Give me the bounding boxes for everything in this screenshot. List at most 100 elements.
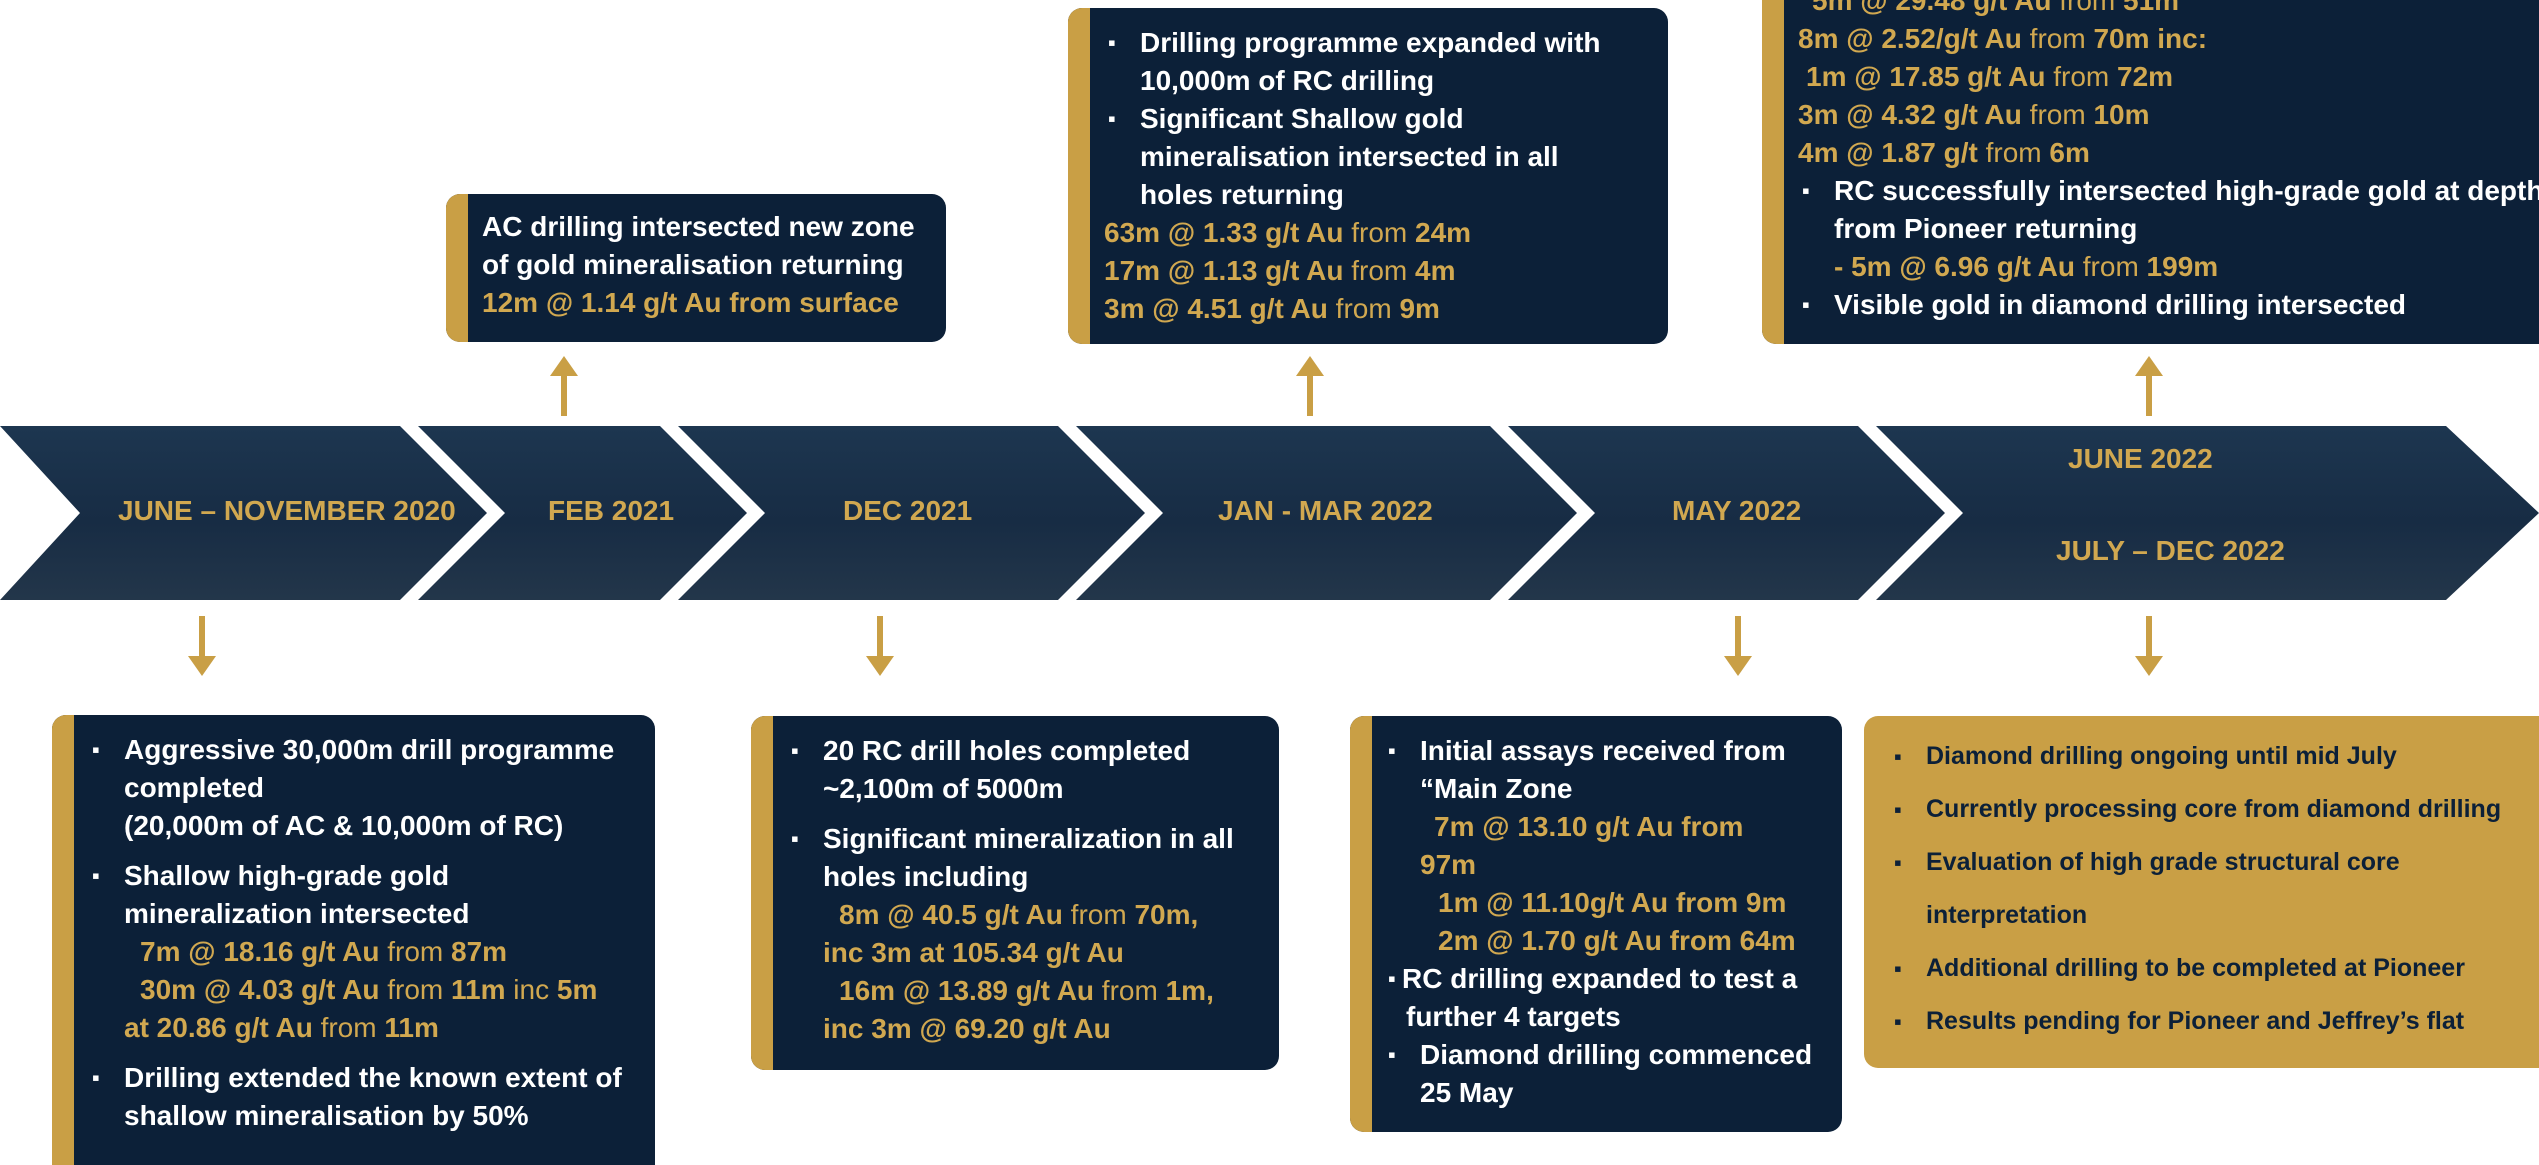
- card-bullet: Aggressive 30,000m drill programme: [88, 731, 641, 769]
- result-value: 8m @ 40.5 g/t Au: [839, 899, 1063, 930]
- card-text: holes returning: [1140, 179, 1344, 210]
- result-depth: 10m: [2093, 99, 2150, 130]
- down-arrow-dec-2021: [866, 616, 894, 676]
- result-depth: 9m: [1399, 293, 1440, 324]
- result-depth: 5m: [556, 974, 598, 1005]
- card-bullet: Diamond drilling ongoing until mid July: [1890, 730, 2539, 783]
- arrow-shaft: [877, 616, 883, 658]
- arrow-head: [1296, 356, 1324, 376]
- result-from: from: [1062, 899, 1135, 930]
- result-inc: inc: [505, 974, 557, 1005]
- result-value: 5m @ 29.48 g/t Au: [1812, 0, 2052, 16]
- card-text: of gold mineralisation returning: [482, 249, 904, 280]
- result-from: from: [2021, 99, 2094, 130]
- arrow-head: [188, 656, 216, 676]
- stage-label-july-dec-2022: JULY – DEC 2022: [2056, 535, 2285, 566]
- card-bullet: RC successfully intersected high-grade g…: [1798, 172, 2539, 210]
- accent-bar: [1068, 8, 1090, 344]
- card-bullet: Diamond drilling commenced: [1384, 1036, 1830, 1074]
- result-depth: 70m inc:: [2093, 23, 2208, 54]
- stage-label-dec-2021: DEC 2021: [843, 495, 973, 526]
- result-value: 63m @ 1.33 g/t Au: [1104, 217, 1344, 248]
- card-result: - 5m @ 6.96 g/t Au from 199m: [1798, 248, 2539, 286]
- card-text: (20,000m of AC & 10,000m of RC): [124, 810, 564, 841]
- chevron-jun-nov-2020: [0, 426, 487, 600]
- card-text: completed: [124, 772, 265, 803]
- card-result: 30m @ 4.03 g/t Au from 11m inc 5m: [88, 971, 641, 1009]
- card-result: 1m @ 11.10g/t Au from 9m: [1438, 887, 1787, 918]
- result-from: from: [1977, 137, 2050, 168]
- result-value: 3m @ 4.51 g/t Au: [1104, 293, 1328, 324]
- card-bullet: Visible gold in diamond drilling interse…: [1798, 286, 2539, 324]
- card-bullet: Significant mineralization in all: [787, 820, 1265, 858]
- result-value: 16m @ 13.89 g/t Au: [839, 975, 1095, 1006]
- jan-mar-2022-card: Drilling programme expanded with 10,000m…: [1068, 8, 1668, 344]
- card-text: holes including: [823, 861, 1029, 892]
- accent-bar: [1350, 716, 1372, 1132]
- card-text: mineralization intersected: [124, 898, 470, 929]
- feb-2021-card: AC drilling intersected new zone of gold…: [446, 194, 946, 342]
- result-depth: 70m,: [1134, 899, 1199, 930]
- card-result: inc 3m @ 69.20 g/t Au: [823, 1013, 1111, 1044]
- up-arrow-jan-mar-2022: [1296, 356, 1324, 416]
- result-depth: 24m: [1415, 217, 1472, 248]
- may-2022-card: Initial assays received from “Main Zone …: [1350, 716, 1842, 1132]
- chevron-feb-2021: [418, 426, 747, 600]
- stage-label-may-2022: MAY 2022: [1672, 495, 1802, 526]
- arrow-shaft: [199, 616, 205, 658]
- chevrons: [0, 426, 2539, 600]
- arrow-shaft: [561, 374, 567, 416]
- june-2022-card: 5m @ 29.48 g/t Au from 51m 8m @ 2.52/g/t…: [1762, 0, 2539, 344]
- result-from: from: [2074, 251, 2147, 282]
- result-from: from: [312, 1012, 385, 1043]
- card-result: inc 3m at 105.34 g/t Au: [823, 937, 1124, 968]
- result-from: from: [1343, 255, 1416, 286]
- card-bullet: Shallow high-grade gold: [88, 857, 641, 895]
- accent-bar: [751, 716, 773, 1070]
- result-depth: 51m: [2123, 0, 2180, 16]
- accent-bar: [1762, 0, 1784, 344]
- card-result: 3m @ 4.32 g/t Au from 10m: [1798, 96, 2539, 134]
- arrow-head: [2135, 656, 2163, 676]
- card-bullet: Drilling extended the known extent of: [88, 1059, 641, 1097]
- result-from: from: [1343, 217, 1416, 248]
- card-result: 1m @ 17.85 g/t Au from 72m: [1798, 58, 2539, 96]
- card-result: 7m @ 18.16 g/t Au from 87m: [88, 933, 641, 971]
- result-depth: 6m: [2049, 137, 2090, 168]
- result-depth: 4m: [1415, 255, 1456, 286]
- card-text: 10,000m of RC drilling: [1140, 65, 1435, 96]
- result-value: - 5m @ 6.96 g/t Au: [1834, 251, 2075, 282]
- result-from: from: [379, 974, 452, 1005]
- result-depth: 72m: [2117, 61, 2174, 92]
- down-arrow-jun-nov-2020: [188, 616, 216, 676]
- card-result: 12m @ 1.14 g/t Au from surface: [482, 287, 899, 318]
- card-text: from Pioneer returning: [1834, 213, 2138, 244]
- card-result: 16m @ 13.89 g/t Au from 1m,: [787, 972, 1265, 1010]
- card-bullet: 20 RC drill holes completed: [787, 732, 1265, 770]
- result-from: from: [1094, 975, 1166, 1006]
- card-result: 63m @ 1.33 g/t Au from 24m: [1104, 214, 1654, 252]
- card-text: AC drilling intersected new zone: [482, 211, 915, 242]
- stage-label-june-2022: JUNE 2022: [2068, 443, 2213, 474]
- result-value: 30m @ 4.03 g/t Au: [140, 974, 380, 1005]
- card-result: 17m @ 1.13 g/t Au from 4m: [1104, 252, 1654, 290]
- chevron-jan-mar-2022: [1076, 426, 1577, 600]
- card-result: 2m @ 1.70 g/t Au from 64m: [1438, 925, 1796, 956]
- accent-bar: [52, 715, 74, 1165]
- card-bullet: Significant Shallow gold: [1104, 100, 1654, 138]
- card-text: 25 May: [1420, 1077, 1514, 1108]
- card-bullet: Results pending for Pioneer and Jeffrey’…: [1890, 995, 2539, 1048]
- card-result: 97m: [1420, 849, 1477, 880]
- stage-label-jun-nov-2020: JUNE – NOVEMBER 2020: [118, 495, 456, 526]
- result-from: from: [2045, 61, 2118, 92]
- card-result: at 20.86 g/t Au from 11m: [88, 1009, 641, 1047]
- result-value: 17m @ 1.13 g/t Au: [1104, 255, 1344, 286]
- dec-2021-card: 20 RC drill holes completed ~2,100m of 5…: [751, 716, 1279, 1070]
- card-text: ~2,100m of 5000m: [823, 773, 1064, 804]
- card-text: shallow mineralisation by 50%: [124, 1100, 529, 1131]
- card-result: 8m @ 40.5 g/t Au from 70m,: [787, 896, 1265, 934]
- accent-bar: [446, 194, 468, 342]
- result-value: 4m @ 1.87 g/t: [1798, 137, 1978, 168]
- up-arrow-feb-2021: [550, 356, 578, 416]
